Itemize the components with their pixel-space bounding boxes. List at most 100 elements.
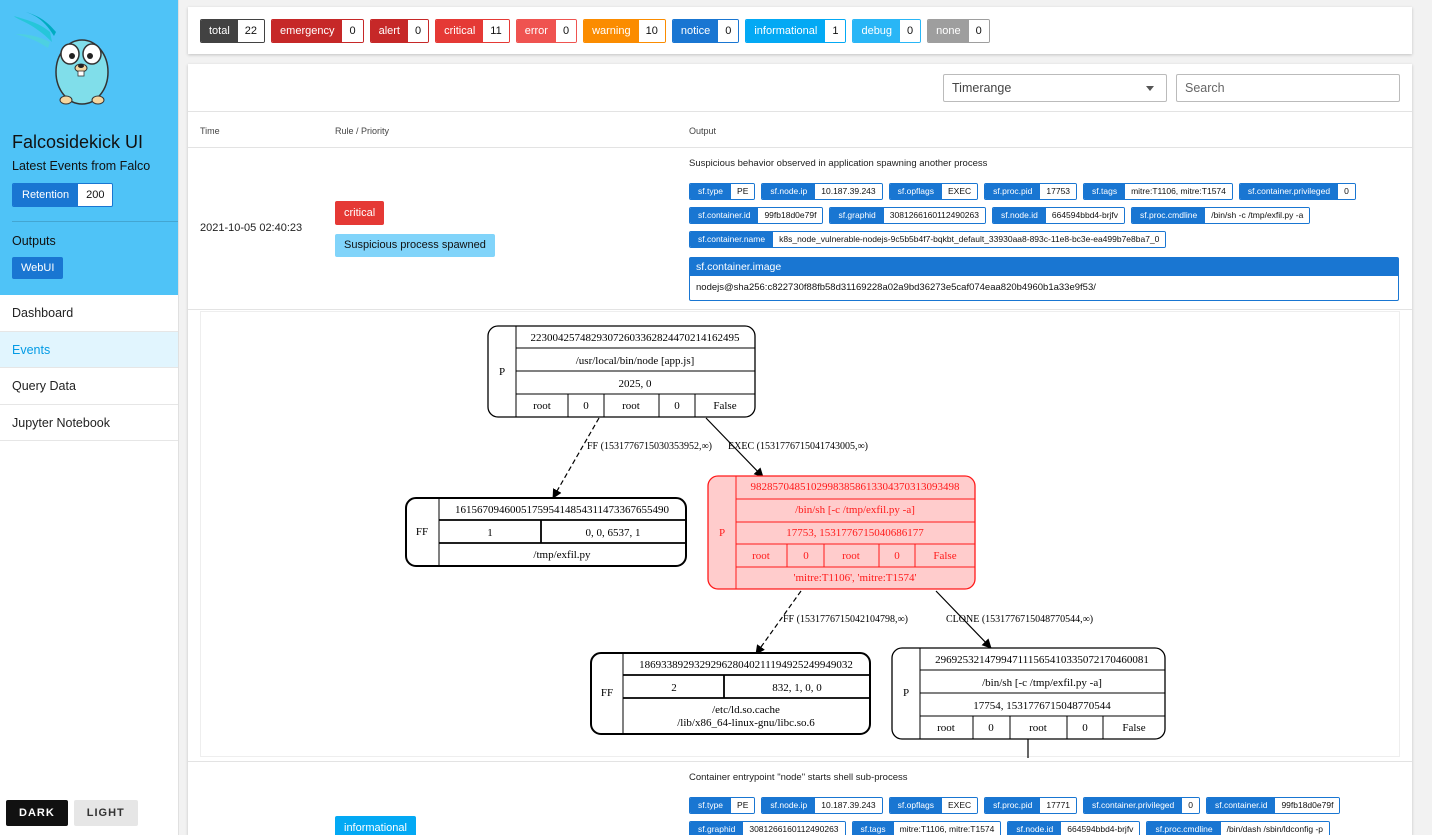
nav-item-query-data[interactable]: Query Data	[0, 368, 178, 405]
field-key: sf.container.id	[1206, 798, 1276, 813]
field-tag[interactable]: sf.proc.cmdline/bin/dash /sbin/ldconfig …	[1146, 821, 1331, 835]
node-field: False	[1122, 722, 1145, 734]
field-value: EXEC	[942, 798, 978, 813]
column-header-rule[interactable]: Rule / Priority	[335, 126, 390, 136]
graph-node-file[interactable]: FF 1869338929329296280402111949252499490…	[590, 652, 871, 735]
webui-button[interactable]: WebUI	[12, 257, 64, 279]
count-label: warning	[584, 20, 639, 42]
field-key: sf.tags	[1084, 184, 1126, 199]
priority-badge: critical	[335, 201, 385, 225]
container-image-label: sf.container.image	[690, 258, 1398, 276]
node-field: root	[622, 400, 640, 412]
field-value: 99fb18d0e79f	[1275, 798, 1340, 813]
node-exe: /usr/local/bin/node [app.js]	[576, 355, 695, 367]
node-path: /lib/x86_64-linux-gnu/libc.so.6	[677, 717, 815, 729]
field-tag[interactable]: sf.proc.cmdline/bin/sh -c /tmp/exfil.py …	[1131, 207, 1311, 224]
graph-node-process[interactable]: P 29692532147994711156541033507217046008…	[891, 647, 1166, 740]
count-label: error	[516, 20, 556, 42]
graph-node-process[interactable]: P 22300425748293072603362824470214162495…	[487, 325, 756, 418]
graph-node-file[interactable]: FF 1615670946005175954148543114733676554…	[405, 497, 687, 567]
light-theme-button[interactable]: LIGHT	[73, 800, 138, 826]
graph-node-process-alert[interactable]: P 98285704851029983858613304370313093498…	[707, 475, 976, 590]
field-value: /bin/dash /sbin/ldconfig -p	[1220, 822, 1330, 835]
field-key: sf.type	[690, 798, 732, 813]
field-key: sf.proc.pid	[985, 798, 1041, 813]
graph-canvas: FF (1531776715030353952,∞) EXEC (1531776…	[405, 325, 1166, 758]
node-field: 2	[671, 682, 677, 694]
sidebar-header: Falcosidekick UI Latest Events from Falc…	[0, 0, 178, 295]
table-row[interactable]: Container entrypoint "node" starts shell…	[188, 761, 1412, 835]
field-value: PE	[731, 798, 755, 813]
node-field: root	[937, 722, 955, 734]
count-value: 0	[900, 20, 921, 42]
app-subtitle: Latest Events from Falco	[12, 159, 151, 173]
provenance-graph: FF (1531776715030353952,∞) EXEC (1531776…	[200, 311, 1400, 758]
field-value: 664594bbd4-brjfv	[1061, 822, 1140, 835]
count-label: emergency	[272, 20, 343, 42]
nav-item-jupyter-notebook[interactable]: Jupyter Notebook	[0, 405, 178, 441]
search-input[interactable]	[1176, 74, 1400, 102]
field-key: sf.container.privileged	[1084, 798, 1183, 813]
node-id: 161567094600517595414854311473367655490	[455, 504, 670, 516]
field-value: 17753	[1040, 184, 1077, 199]
field-value: 99fb18d0e79f	[758, 208, 823, 223]
count-value: 0	[342, 20, 363, 42]
column-header-time[interactable]: Time	[200, 126, 220, 136]
node-field: root	[752, 550, 770, 562]
field-key: sf.graphid	[830, 208, 884, 223]
field-key: sf.tags	[852, 822, 894, 835]
node-tags: 'mitre:T1106', 'mitre:T1574'	[794, 572, 917, 584]
node-type: P	[499, 366, 505, 378]
node-id: 22300425748293072603362824470214162495	[531, 332, 741, 344]
node-field: 832, 1, 0, 0	[772, 682, 822, 694]
field-key: sf.node.ip	[762, 798, 816, 813]
field-key: sf.type	[690, 184, 732, 199]
field-key: sf.opflags	[889, 798, 943, 813]
count-value: 0	[555, 20, 577, 42]
count-value: 22	[237, 20, 265, 42]
retention-chip[interactable]: Retention 200	[12, 183, 114, 207]
node-type: P	[903, 687, 909, 699]
theme-switcher: DARK LIGHT	[6, 800, 138, 826]
table-row[interactable]: 2021-10-05 02:40:23 critical Suspicious …	[188, 148, 1412, 310]
timerange-select[interactable]: Timerange	[943, 74, 1167, 102]
field-key: sf.container.name	[690, 232, 774, 247]
dark-theme-button[interactable]: DARK	[6, 800, 68, 826]
nav-item-dashboard[interactable]: Dashboard	[0, 295, 178, 332]
node-exe: /bin/sh [-c /tmp/exfil.py -a]	[982, 677, 1102, 689]
column-header-output[interactable]: Output	[689, 126, 717, 136]
sidebar-divider	[12, 221, 178, 222]
field-value: /bin/sh -c /tmp/exfil.py -a	[1205, 208, 1310, 223]
nav-item-events[interactable]: Events	[0, 331, 178, 368]
